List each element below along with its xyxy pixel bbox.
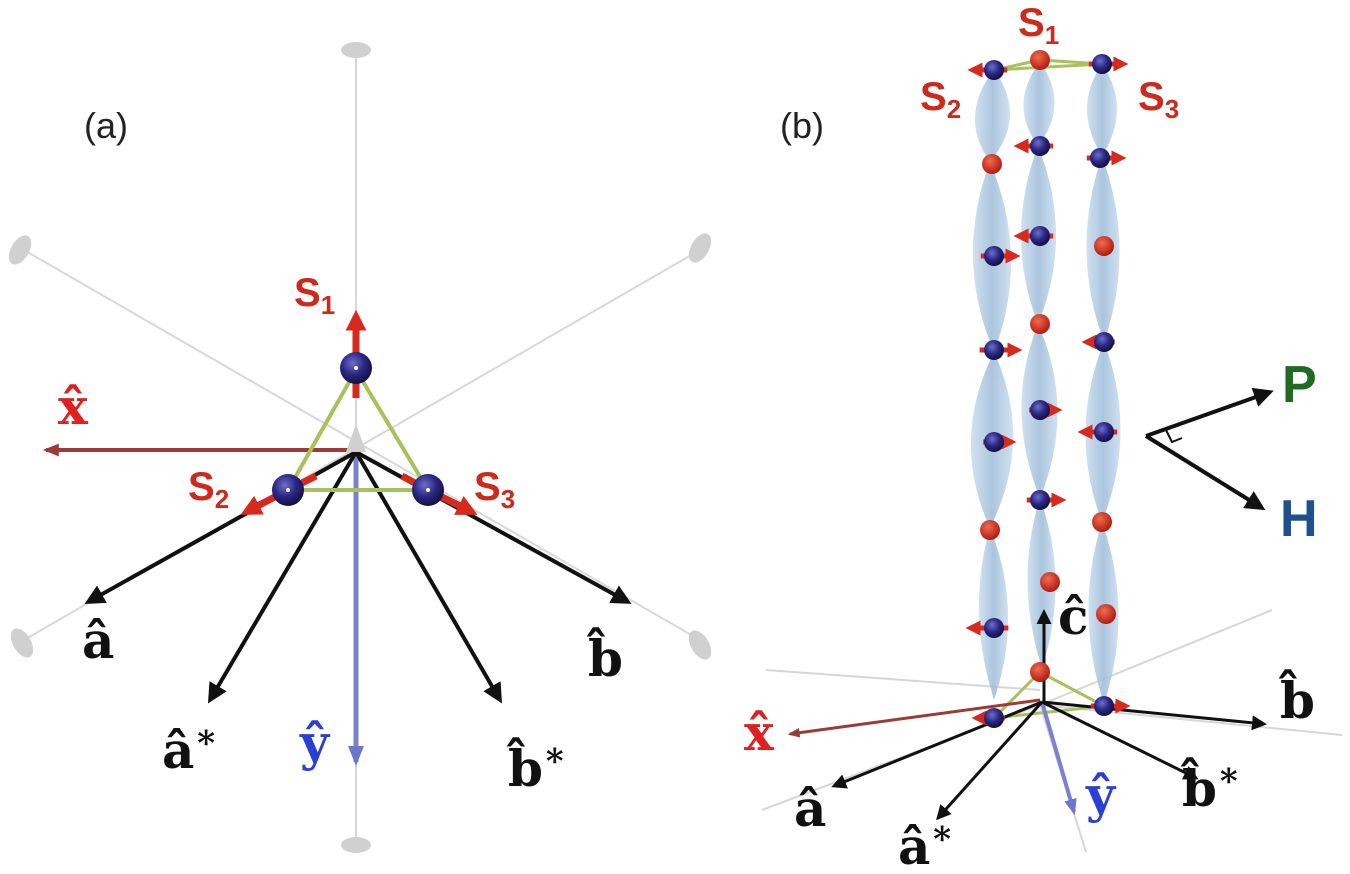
panel-a: (a) (8, 42, 712, 853)
axis-label-a: â (82, 611, 114, 670)
chain-atom (1090, 148, 1110, 168)
panel-b-tag: (b) (780, 105, 824, 146)
guide-end-caps (8, 42, 712, 853)
spin-label-b-s2: S2 (920, 75, 961, 124)
chain-atom (1094, 696, 1114, 716)
chain-atom (1030, 490, 1050, 510)
axis-label-b-c: ĉ (1058, 587, 1088, 646)
chain-atom (1094, 236, 1114, 256)
spin-label-b-s1: S1 (1018, 1, 1059, 50)
center-marker (346, 424, 366, 452)
axis-label-y: ŷ (299, 713, 331, 772)
spin-label-s2: S2 (188, 465, 229, 514)
chain-atom (984, 618, 1004, 638)
vector-label-h: H (1280, 490, 1318, 548)
spin-label-b-s3: S3 (1138, 75, 1179, 124)
chain-atom (980, 520, 1000, 540)
spin-label-s3: S3 (474, 465, 515, 514)
chain-atom (1096, 604, 1116, 624)
panel-a-tag: (a) (84, 105, 128, 146)
chain-atom (1094, 422, 1114, 442)
axis-label-b: b̂ (586, 626, 623, 688)
axis-label-b-x: x̂ (744, 703, 775, 762)
atoms (272, 352, 444, 506)
axis-label-b-b-star: b̂∗ (1180, 755, 1240, 818)
chain-atom (984, 340, 1004, 360)
axis-label-b-y: ŷ (1085, 765, 1117, 824)
y-axis-arrow-b (1040, 701, 1077, 816)
spin-label-s1: S1 (294, 271, 335, 320)
axis-label-x: x̂ (58, 377, 89, 436)
chain-atom (1092, 512, 1112, 532)
crystal-axes (84, 450, 632, 704)
axis-label-b-b: b̂ (1278, 668, 1315, 730)
chain-atom (984, 432, 1004, 452)
chain-atom (1030, 50, 1050, 70)
x-axis-arrow-b (787, 698, 1041, 738)
chain-atom (982, 154, 1002, 174)
chain-atom (1030, 662, 1050, 682)
top-triangle (993, 58, 1103, 72)
chain-atom (1092, 54, 1112, 74)
spin-triangle (284, 366, 432, 492)
axis-label-b-a-star: â∗ (898, 813, 954, 874)
chain-atom (1094, 332, 1114, 352)
vector-label-p: P (1282, 356, 1317, 414)
chain-atom (1030, 400, 1050, 420)
ph-vectors (1144, 387, 1274, 511)
base-triangle (989, 670, 1110, 720)
chain-atom (1030, 136, 1050, 156)
crystal-axes-b (831, 609, 1267, 821)
chain-atom (1030, 314, 1050, 334)
axis-label-b-a: â (794, 779, 826, 838)
chain-atom (984, 246, 1004, 266)
axis-label-b-star: b̂∗ (506, 735, 566, 798)
chain-atom (984, 708, 1004, 728)
chain-atom (984, 60, 1004, 80)
axis-label-a-star: â∗ (162, 717, 218, 780)
panel-b: (b) (744, 1, 1343, 874)
chain-atoms (965, 50, 1131, 728)
chain-atom (1030, 226, 1050, 246)
chain-atom (1040, 572, 1060, 592)
